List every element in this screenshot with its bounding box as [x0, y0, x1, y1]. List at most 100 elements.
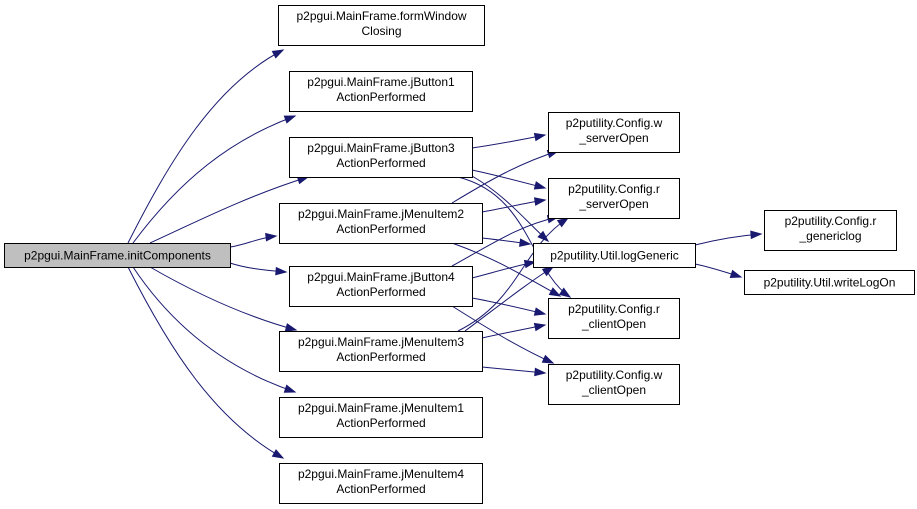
node-box — [548, 112, 680, 153]
node-box — [289, 266, 473, 307]
node-label-line: p2putility.Config.w — [566, 116, 663, 130]
nodes-layer: p2pgui.MainFrame.initComponents p2pgui.Ma… — [4, 5, 915, 504]
node-label-line: p2pgui.MainFrame.jButton3 — [307, 141, 455, 155]
arrowhead-icon — [750, 230, 763, 240]
edge-jMenuItem3-to-wClientOpen — [481, 366, 547, 377]
edge-initComponents-to-jMenuItem2 — [229, 232, 278, 248]
edge-jMenuItem2-to-logGeneric — [481, 237, 532, 247]
node-wServerOpen[interactable]: p2putility.Config.w_serverOpen — [548, 112, 680, 153]
node-box — [764, 210, 897, 251]
edge-line — [457, 217, 569, 332]
arrowhead-icon — [533, 181, 547, 190]
arrowhead-icon — [548, 287, 562, 297]
edge-line — [464, 266, 554, 332]
node-box — [279, 397, 483, 438]
node-box — [548, 178, 680, 219]
edge-logGeneric-to-writeLogOn — [694, 263, 743, 278]
node-jMenuItem3[interactable]: p2pgui.MainFrame.jMenuItem3ActionPerform… — [279, 331, 483, 372]
node-box — [533, 243, 696, 268]
node-label-line: _clientOpen — [581, 383, 646, 397]
edge-line — [149, 266, 297, 331]
node-label-line: p2putility.Config.r — [568, 302, 660, 316]
node-label-line: p2pgui.MainFrame.jMenuItem1 — [298, 401, 464, 415]
edge-initComponents-to-jButton4 — [229, 262, 288, 276]
node-label-line: ActionPerformed — [336, 156, 425, 170]
edge-initComponents-to-jButton1 — [132, 115, 297, 244]
node-label-line: _clientOpen — [581, 317, 646, 331]
node-jMenuItem2[interactable]: p2pgui.MainFrame.jMenuItem2ActionPerform… — [279, 203, 483, 244]
edge-line — [471, 134, 546, 149]
edge-logGeneric-to-rGenericlog — [694, 230, 763, 246]
edge-jMenuItem3-to-rServerOpen — [457, 217, 570, 332]
arrowhead-icon — [275, 266, 288, 276]
node-label-line: p2pgui.MainFrame.initComponents — [24, 249, 211, 263]
arrowhead-icon — [541, 354, 555, 364]
edge-initComponents-to-jMenuItem1 — [132, 266, 297, 393]
node-label-line: ActionPerformed — [336, 222, 425, 236]
node-box — [279, 331, 483, 372]
edge-jButton4-to-wClientOpen — [451, 305, 555, 364]
node-box — [548, 364, 680, 405]
node-rClientOpen[interactable]: p2putility.Config.r_clientOpen — [548, 298, 680, 339]
arrowhead-icon — [537, 230, 550, 242]
edge-jButton4-to-logGeneric — [471, 259, 537, 279]
edge-line — [451, 242, 561, 297]
node-box — [289, 71, 473, 112]
node-label-line: p2pgui.MainFrame.jMenuItem4 — [298, 467, 464, 481]
edge-initComponents-to-jMenuItem4 — [127, 266, 285, 459]
arrowhead-icon — [533, 307, 547, 316]
node-rGenericlog[interactable]: p2putility.Config.r_genericlog — [764, 210, 897, 251]
node-label-line: ActionPerformed — [336, 416, 425, 430]
edge-line — [149, 176, 309, 244]
edge-jButton3-to-logGeneric — [471, 175, 550, 242]
arrowhead-icon — [541, 266, 555, 277]
edges-layer — [127, 49, 763, 459]
arrowhead-icon — [265, 232, 278, 242]
node-label-line: p2pgui.MainFrame.jMenuItem2 — [298, 207, 464, 221]
node-label-line: p2pgui.MainFrame.jButton4 — [307, 270, 455, 284]
edge-line — [471, 297, 546, 315]
arrowhead-icon — [284, 323, 298, 332]
node-box — [279, 463, 483, 504]
arrowhead-icon — [283, 384, 297, 393]
edge-jMenuItem2-to-rClientOpen — [451, 242, 562, 297]
node-label-line: p2pgui.MainFrame.jButton1 — [307, 75, 455, 89]
arrowhead-icon — [534, 367, 547, 377]
node-label-line: Closing — [361, 24, 401, 38]
edge-line — [127, 266, 284, 459]
node-wClientOpen[interactable]: p2putility.Config.w_clientOpen — [548, 364, 680, 405]
node-label-line: ActionPerformed — [336, 285, 425, 299]
arrowhead-icon — [729, 269, 743, 278]
node-label-line: p2putility.Config.r — [785, 214, 877, 228]
edge-initComponents-to-jMenuItem3 — [149, 266, 298, 332]
node-jMenuItem1[interactable]: p2pgui.MainFrame.jMenuItem1ActionPerform… — [279, 397, 483, 438]
node-logGeneric[interactable]: p2putility.Util.logGeneric — [533, 243, 696, 268]
edge-initComponents-to-formWindowClosing — [127, 49, 285, 244]
node-writeLogOn[interactable]: p2putility.Util.writeLogOn — [744, 270, 915, 295]
node-label-line: p2putility.Util.writeLogOn — [764, 276, 896, 290]
arrowhead-icon — [271, 49, 285, 59]
node-box — [4, 243, 231, 268]
edge-jMenuItem2-to-rServerOpen — [481, 197, 547, 213]
edge-jButton3-to-rServerOpen — [471, 169, 547, 190]
edge-jButton3-to-wServerOpen — [471, 132, 547, 149]
node-label-line: ActionPerformed — [336, 482, 425, 496]
edge-line — [132, 115, 296, 244]
node-jMenuItem4[interactable]: p2pgui.MainFrame.jMenuItem4ActionPerform… — [279, 463, 483, 504]
node-rServerOpen[interactable]: p2putility.Config.r_serverOpen — [548, 178, 680, 219]
edge-line — [451, 305, 554, 364]
edge-line — [451, 216, 559, 267]
node-label-line: ActionPerformed — [336, 350, 425, 364]
edge-jMenuItem3-to-logGeneric — [464, 266, 555, 332]
arrowhead-icon — [558, 287, 572, 298]
node-initComponents[interactable]: p2pgui.MainFrame.initComponents — [4, 243, 231, 268]
node-box — [548, 298, 680, 339]
node-label-line: p2pgui.MainFrame.jMenuItem3 — [298, 335, 464, 349]
node-box — [289, 137, 473, 178]
arrowhead-icon — [519, 238, 532, 247]
